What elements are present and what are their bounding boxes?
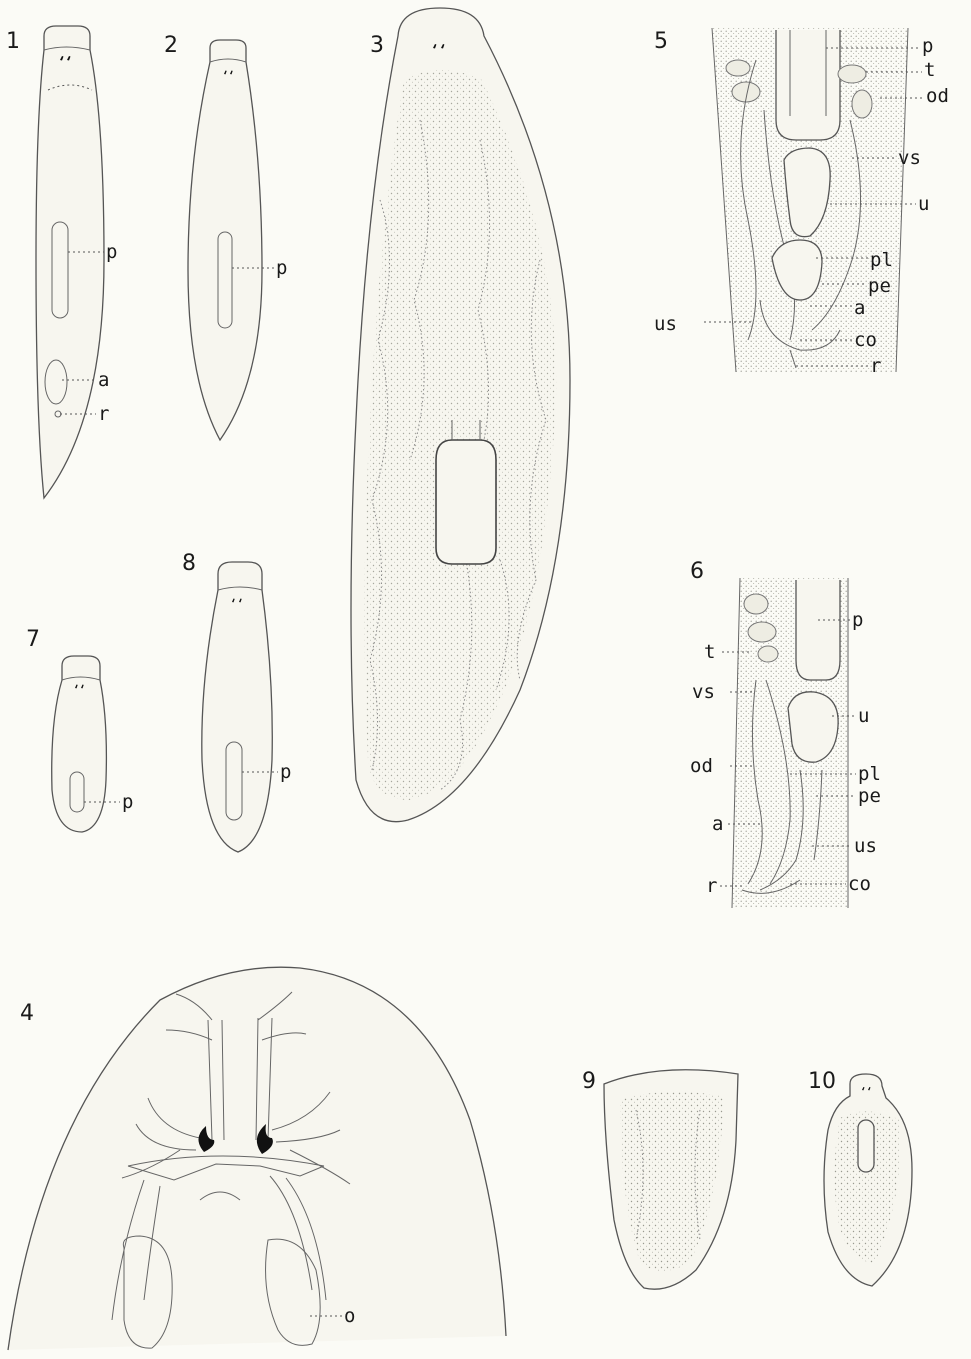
figure-8-number: 8 bbox=[182, 551, 196, 576]
figure-6-label-u: u bbox=[858, 705, 869, 727]
figure-10-pharynx bbox=[858, 1120, 874, 1172]
figure-5-label-co: co bbox=[854, 329, 877, 351]
figure-3-number: 3 bbox=[370, 33, 384, 58]
figure-1-number: 1 bbox=[6, 29, 20, 54]
figure-8: 8 p bbox=[182, 551, 291, 852]
figure-5-label-r: r bbox=[870, 355, 881, 377]
figure-3: 3 bbox=[351, 8, 570, 822]
figure-8-label-p: p bbox=[280, 761, 291, 783]
figure-2-body bbox=[188, 40, 262, 440]
figure-2-label-p: p bbox=[276, 257, 287, 279]
figure-9-number: 9 bbox=[582, 1069, 596, 1094]
figure-7-number: 7 bbox=[26, 627, 40, 652]
figure-1-label-a: a bbox=[98, 369, 109, 391]
figure-6-number: 6 bbox=[690, 559, 704, 584]
figure-8-body bbox=[202, 562, 272, 852]
figure-5-number: 5 bbox=[654, 29, 668, 54]
figure-6-label-r: r bbox=[706, 875, 717, 897]
figure-7-body bbox=[52, 656, 107, 832]
figure-6-label-od: od bbox=[690, 755, 713, 777]
figure-6: 6 p t vs u od pl pe a us r bbox=[690, 559, 881, 908]
figure-2-number: 2 bbox=[164, 33, 178, 58]
figure-7: 7 p bbox=[26, 627, 133, 832]
figure-6-label-pe: pe bbox=[858, 785, 881, 807]
figure-9: 9 bbox=[582, 1069, 738, 1289]
figure-2: 2 p bbox=[164, 33, 287, 440]
figure-4-head-outline bbox=[8, 967, 506, 1350]
figure-5: 5 p t od vs u pl pe a us bbox=[654, 28, 949, 377]
figure-6-label-co: co bbox=[848, 873, 871, 895]
figure-4-number: 4 bbox=[20, 1001, 34, 1026]
figure-3-pharynx bbox=[436, 440, 496, 564]
figure-5-label-pl: pl bbox=[870, 249, 893, 271]
figure-5-label-t: t bbox=[924, 59, 935, 81]
figure-4-label-o: o bbox=[344, 1305, 355, 1327]
figure-6-label-t: t bbox=[704, 641, 715, 663]
figure-5-pharynx bbox=[776, 30, 840, 140]
figure-5-label-a: a bbox=[854, 297, 865, 319]
figure-6-label-a: a bbox=[712, 813, 723, 835]
figure-10-number: 10 bbox=[808, 1069, 836, 1094]
figure-6-label-us: us bbox=[854, 835, 877, 857]
figure-6-label-pl: pl bbox=[858, 763, 881, 785]
figure-6-pharynx bbox=[796, 580, 840, 680]
figure-4: 4 o bbox=[8, 967, 506, 1350]
figure-5-label-u: u bbox=[918, 193, 929, 215]
figure-5-label-vs: vs bbox=[898, 147, 921, 169]
figure-6-uterus bbox=[788, 692, 838, 762]
figure-1-label-r: r bbox=[98, 403, 109, 425]
figure-5-label-pe: pe bbox=[868, 275, 891, 297]
figure-10: 10 bbox=[808, 1069, 912, 1286]
figure-5-label-us: us bbox=[654, 313, 677, 335]
figure-1-body bbox=[36, 26, 104, 498]
figure-7-label-p: p bbox=[122, 791, 133, 813]
figure-5-label-od: od bbox=[926, 85, 949, 107]
figure-1-label-p: p bbox=[106, 241, 117, 263]
figure-5-label-p: p bbox=[922, 35, 933, 57]
figure-1: 1 p a r bbox=[6, 26, 117, 498]
figure-6-label-p: p bbox=[852, 609, 863, 631]
figure-6-label-vs: vs bbox=[692, 681, 715, 703]
